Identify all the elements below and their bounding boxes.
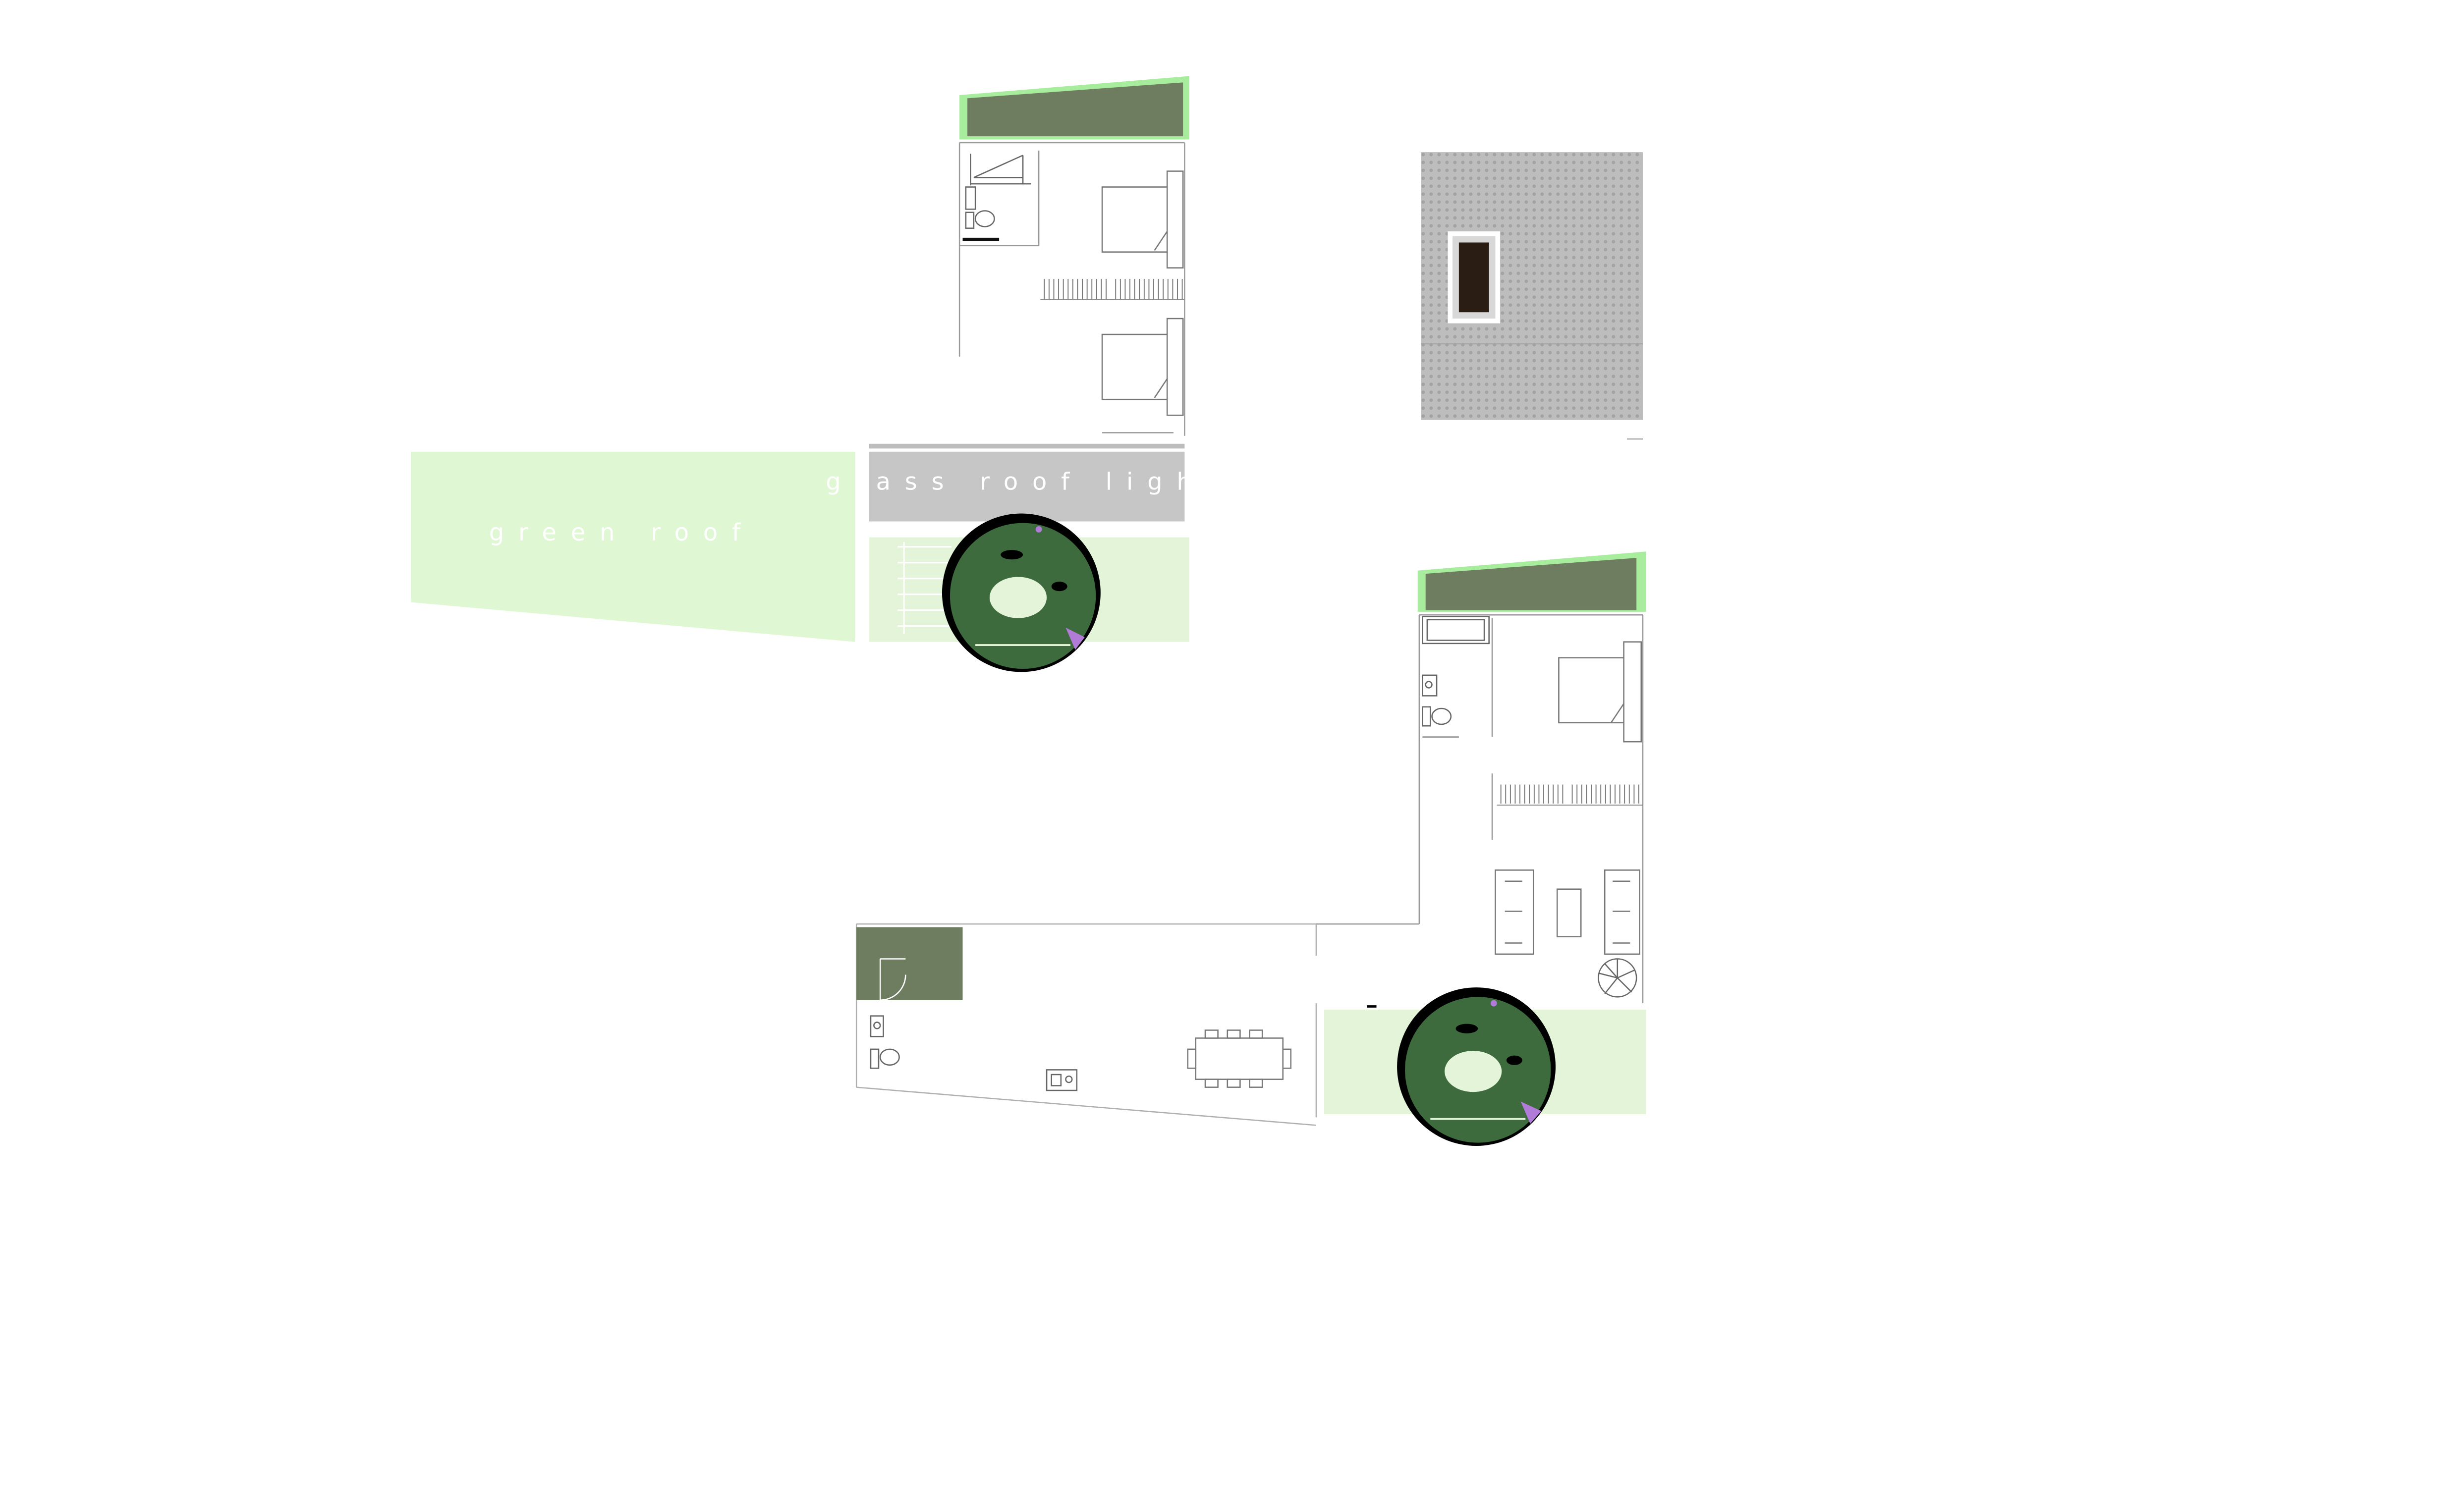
wc-icon (870, 1048, 900, 1069)
green-roof: green roof (411, 451, 855, 642)
bed-icon (1101, 318, 1184, 416)
dining-table-icon (1187, 1029, 1292, 1088)
green-roof-label: green roof (489, 519, 755, 546)
basin-icon (870, 1015, 884, 1037)
ground-floor (855, 923, 1317, 1126)
tree-icon (1397, 987, 1556, 1146)
planter-lower (1417, 551, 1646, 612)
wardrobe-icon (1497, 784, 1643, 806)
coffee-table-icon (1556, 888, 1582, 937)
lower-right-wing (1316, 551, 1646, 1004)
lower-garden (1324, 987, 1646, 1146)
shower-icon (970, 154, 1031, 186)
wardrobe-icon (1040, 279, 1185, 300)
spiral-stair-icon (1598, 958, 1637, 998)
sofa-icon (1495, 869, 1534, 955)
sofa-icon (1604, 869, 1640, 955)
sink-icon (1046, 1069, 1078, 1091)
basin-icon (1422, 674, 1438, 697)
lower-right-walls (1316, 614, 1644, 1004)
upper-floor (958, 76, 1190, 436)
door-swing-icon (880, 974, 906, 1001)
planter-upper (959, 76, 1190, 140)
stair-icon (897, 542, 952, 634)
bed-icon (1558, 641, 1642, 743)
tiled-roof (1421, 152, 1643, 440)
upper-walls (958, 142, 1185, 436)
glass-roof-label: glass roof light (826, 468, 1229, 496)
glass-roof-light: glass roof light (826, 443, 1229, 522)
tree-icon (942, 513, 1101, 672)
wc-icon (1422, 706, 1459, 738)
bed-icon (1101, 170, 1184, 269)
courtyard (856, 927, 963, 1001)
upper-garden (869, 513, 1190, 672)
wc-icon (962, 186, 1000, 241)
bath-icon (1422, 616, 1490, 645)
rooflight (1448, 231, 1501, 324)
